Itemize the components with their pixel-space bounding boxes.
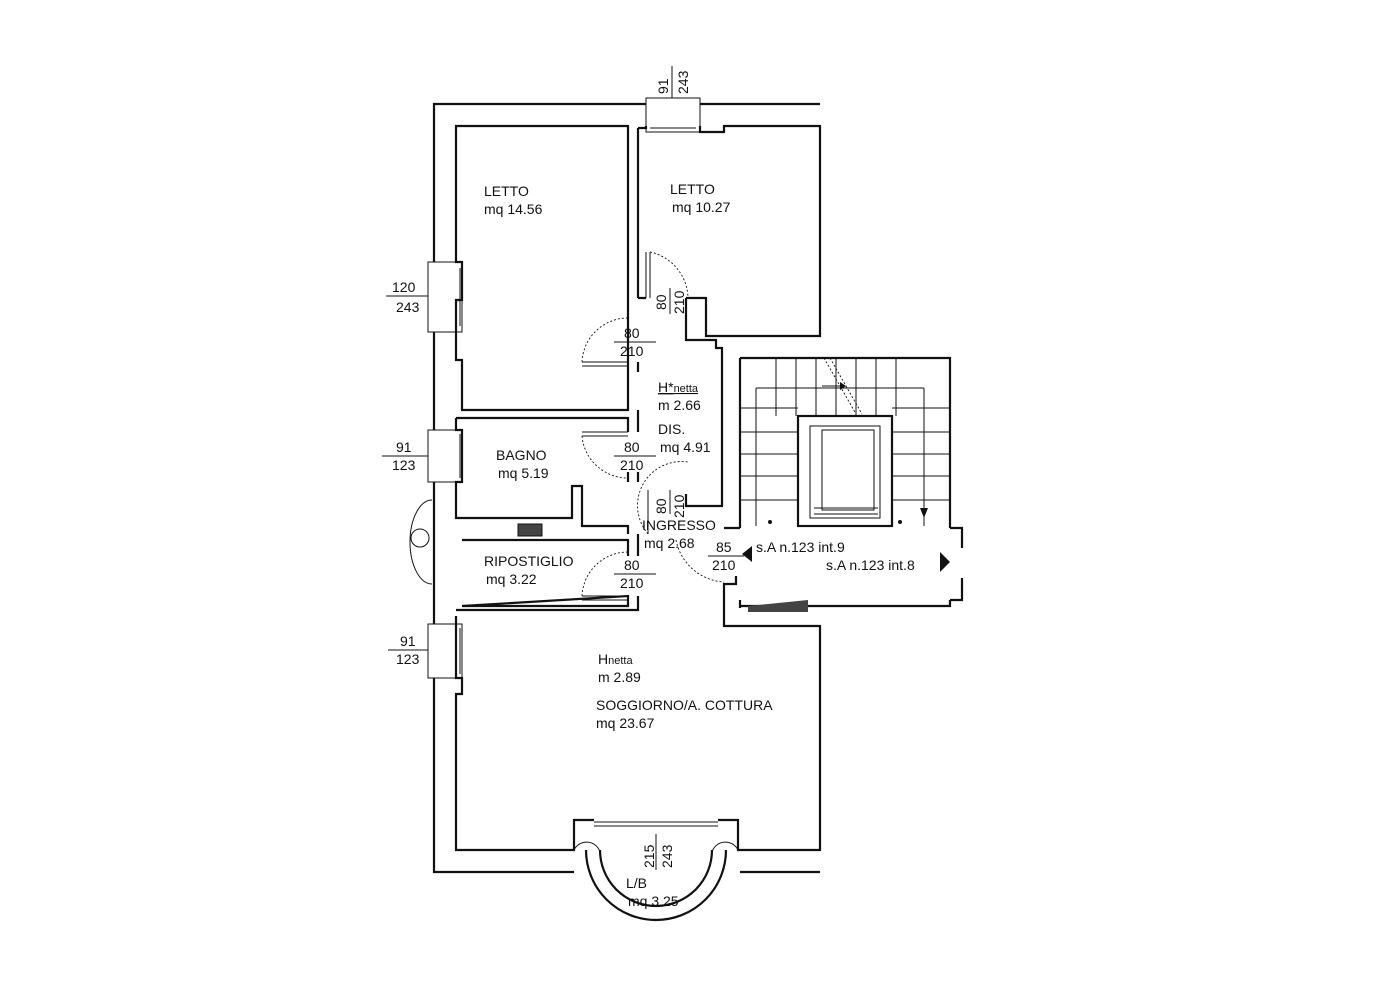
dim-top-window: 91 243 [655,66,691,98]
room-area: mq 4.91 [660,439,711,455]
svg-text:80: 80 [653,294,669,310]
dim-left-window-bagno: 91 123 [382,439,428,473]
dim-door-bagno: 80 210 [614,439,656,473]
room-name: SOGGIORNO/A. COTTURA [596,697,773,713]
doors [581,251,725,601]
svg-text:91: 91 [396,439,412,455]
room-name: INGRESSO [642,517,716,533]
room-area: mq 5.19 [498,465,549,481]
stairwell [517,357,964,612]
room-name: LETTO [484,183,529,199]
room-area: mq 3.22 [486,571,537,587]
dim-door-entrance: 85 210 [708,539,744,573]
room-ripostiglio: RIPOSTIGLIO mq 3.22 [484,553,574,587]
height-value: m 2.66 [658,397,701,413]
svg-text:243: 243 [659,844,675,868]
height-label: H*netta [658,379,699,395]
room-letto-1: LETTO mq 14.56 [484,183,543,217]
room-lb: L/B mq 3.25 [626,875,679,909]
room-name: DIS. [658,421,685,437]
svg-text:210: 210 [620,457,644,473]
svg-text:210: 210 [620,343,644,359]
svg-text:80: 80 [653,498,669,514]
svg-text:85: 85 [716,539,732,555]
height-value: m 2.89 [598,669,641,685]
svg-text:210: 210 [620,575,644,591]
room-ingresso: INGRESSO mq 2.68 [642,517,716,551]
room-bagno: BAGNO mq 5.19 [496,447,549,481]
dim-left-window-soggiorno: 91 123 [388,633,428,667]
room-area: mq 14.56 [484,201,543,217]
svg-text:80: 80 [624,439,640,455]
height-label: Hnetta [598,651,633,667]
dim-door-letto1: 80 210 [614,325,656,359]
outer-walls [432,102,952,874]
svg-text:210: 210 [671,290,687,314]
svg-text:210: 210 [712,557,736,573]
room-name: RIPOSTIGLIO [484,553,574,569]
balcony [573,821,739,922]
svg-text:123: 123 [392,457,416,473]
svg-text:215: 215 [641,844,657,868]
room-name: BAGNO [496,447,547,463]
room-area: mq 2.68 [644,535,695,551]
svg-text:120: 120 [392,279,416,295]
room-area: mq 23.67 [596,715,655,731]
dim-door-letto2: 80 210 [653,288,687,314]
room-name: LETTO [670,181,715,197]
room-soggiorno: Hnetta m 2.89 SOGGIORNO/A. COTTURA mq 23… [596,651,773,731]
dim-left-window-letto: 120 243 [386,279,428,315]
svg-text:123: 123 [396,651,420,667]
svg-text:91: 91 [400,633,416,649]
unit-label-int8: s.A n.123 int.8 [826,557,915,573]
windows [409,97,701,679]
dim-balcony-door: 215 243 [641,834,675,870]
room-area: mq 3.25 [628,893,679,909]
room-area: mq 10.27 [672,199,731,215]
stair-labels: s.A n.123 int.9 s.A n.123 int.8 [756,539,915,573]
room-name: L/B [626,875,647,891]
room-letto-2: LETTO mq 10.27 [670,181,731,215]
svg-text:210: 210 [671,494,687,518]
dim-door-ingresso: 80 210 [653,490,687,518]
svg-text:91: 91 [655,78,671,94]
svg-text:80: 80 [624,325,640,341]
svg-text:243: 243 [675,70,691,94]
unit-label-int9: s.A n.123 int.9 [756,539,845,555]
room-dis: H*netta m 2.66 DIS. mq 4.91 [658,379,711,455]
svg-text:80: 80 [624,557,640,573]
svg-text:243: 243 [396,299,420,315]
dim-door-ripostiglio: 80 210 [614,557,656,591]
